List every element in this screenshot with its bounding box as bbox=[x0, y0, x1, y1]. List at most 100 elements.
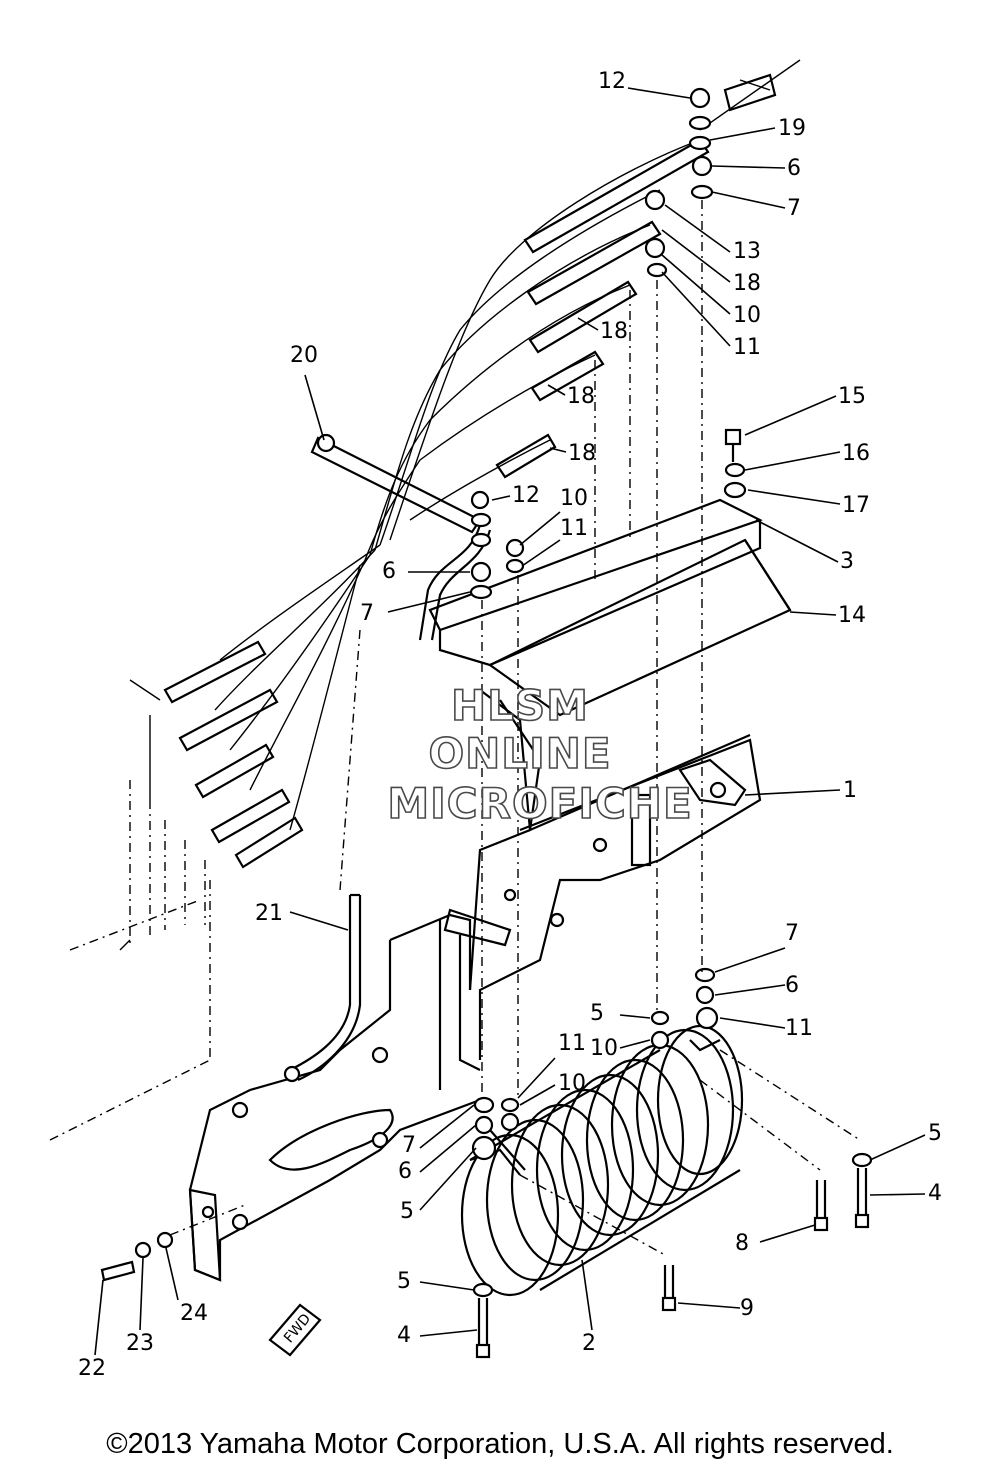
callout-label: 6 bbox=[398, 1159, 412, 1184]
callout-label: 9 bbox=[740, 1296, 754, 1321]
callout-leader bbox=[289, 911, 349, 931]
callout-leader bbox=[719, 1017, 786, 1029]
callout-label: 12 bbox=[512, 483, 540, 508]
callout-leader bbox=[711, 191, 786, 209]
callout-leader bbox=[419, 1147, 477, 1211]
callout-label: 10 bbox=[560, 486, 588, 511]
callout-label: 6 bbox=[785, 973, 799, 998]
callout-label: 1 bbox=[843, 778, 857, 803]
callout-label: 3 bbox=[840, 549, 854, 574]
callout-label: 10 bbox=[590, 1036, 618, 1061]
callout-label: 11 bbox=[785, 1016, 813, 1041]
callout-leader bbox=[744, 451, 841, 471]
callout-label: 14 bbox=[838, 603, 866, 628]
callout-label: 5 bbox=[590, 1001, 604, 1026]
callout-label: 4 bbox=[397, 1323, 411, 1348]
callout-label: 18 bbox=[600, 319, 628, 344]
watermark-line-1: HLSM bbox=[451, 681, 589, 730]
callout-leader bbox=[664, 204, 731, 253]
callout-leader bbox=[714, 947, 786, 973]
callout-leader bbox=[661, 271, 731, 347]
callout-leader bbox=[619, 1014, 651, 1019]
callout-leader bbox=[519, 1084, 556, 1106]
callout-label: 20 bbox=[290, 343, 318, 368]
callout-label: 16 bbox=[842, 441, 870, 466]
callout-label: 24 bbox=[180, 1301, 208, 1326]
callout-label: 13 bbox=[733, 239, 761, 264]
callout-leader bbox=[419, 1329, 478, 1337]
coil-2 bbox=[460, 1024, 744, 1297]
callout-leader bbox=[755, 519, 839, 563]
callout-label: 5 bbox=[400, 1199, 414, 1224]
callout-leader bbox=[419, 1104, 475, 1149]
callout-label: 7 bbox=[360, 601, 374, 626]
callout-leader bbox=[661, 254, 731, 315]
callout-leader bbox=[709, 127, 776, 141]
callout-leader bbox=[547, 384, 566, 396]
callout-leader bbox=[661, 229, 731, 283]
callout-leader bbox=[491, 495, 511, 501]
callout-label: 5 bbox=[397, 1269, 411, 1294]
callout-leader bbox=[549, 447, 567, 453]
callout-label: 19 bbox=[778, 116, 806, 141]
callout-label: 4 bbox=[928, 1181, 942, 1206]
callout-leader bbox=[759, 1224, 816, 1243]
callout-leader bbox=[869, 1193, 926, 1196]
callout-leader bbox=[165, 1247, 179, 1301]
callout-label: 7 bbox=[785, 921, 799, 946]
rod-21 bbox=[283, 893, 362, 1083]
watermark-line-3: MICROFICHE bbox=[387, 779, 692, 828]
callout-label: 5 bbox=[928, 1121, 942, 1146]
callout-leader bbox=[869, 1134, 926, 1161]
callout-label: 7 bbox=[402, 1133, 416, 1158]
callout-leader bbox=[387, 591, 471, 613]
callout-label: 6 bbox=[382, 559, 396, 584]
callout-leader bbox=[521, 539, 561, 567]
cable-bundle bbox=[163, 59, 801, 869]
callout-label: 11 bbox=[733, 335, 761, 360]
callout-label: 17 bbox=[842, 493, 870, 518]
callout-label: 12 bbox=[598, 69, 626, 94]
callout-leader bbox=[744, 789, 841, 796]
callout-leader bbox=[304, 374, 325, 441]
clip-1 bbox=[678, 758, 747, 807]
callout-leader bbox=[519, 511, 561, 546]
fasteners bbox=[100, 87, 873, 1359]
center-lines bbox=[49, 200, 861, 1256]
callout-label: 10 bbox=[558, 1071, 586, 1096]
watermark-line-2: ONLINE bbox=[428, 729, 611, 778]
callout-leader bbox=[94, 1279, 104, 1356]
callout-leader bbox=[677, 1302, 741, 1309]
callout-label: 18 bbox=[733, 271, 761, 296]
callout-leader bbox=[581, 1259, 593, 1331]
callout-leader bbox=[747, 489, 841, 505]
callout-label: 22 bbox=[78, 1356, 106, 1381]
callout-leader bbox=[577, 317, 599, 331]
callout-label: 11 bbox=[560, 516, 588, 541]
callout-label: 15 bbox=[838, 384, 866, 409]
callout-label: 18 bbox=[568, 441, 596, 466]
callout-leader bbox=[517, 1057, 556, 1099]
callout-label: 23 bbox=[126, 1331, 154, 1356]
callout-leader bbox=[627, 87, 691, 99]
fwd-stamp: FWD bbox=[268, 1303, 322, 1357]
callout-leader bbox=[419, 1281, 475, 1291]
callout-label: 21 bbox=[255, 901, 283, 926]
fwd-stamp-text: FWD bbox=[281, 1311, 314, 1346]
callout-leader bbox=[711, 165, 786, 169]
callout-label: 11 bbox=[558, 1031, 586, 1056]
callout-label: 10 bbox=[733, 303, 761, 328]
callout-label: 6 bbox=[787, 156, 801, 181]
callout-label: 18 bbox=[567, 384, 595, 409]
callout-leader bbox=[714, 984, 786, 996]
callout-label: 7 bbox=[787, 196, 801, 221]
callout-leader bbox=[419, 1124, 477, 1173]
callout-label: 8 bbox=[735, 1231, 749, 1256]
callout-label: 2 bbox=[582, 1331, 596, 1356]
copyright-notice: ©2013 Yamaha Motor Corporation, U.S.A. A… bbox=[106, 1428, 894, 1460]
callout-leader bbox=[619, 1039, 651, 1049]
callout-leader bbox=[789, 611, 837, 616]
callout-leader bbox=[139, 1257, 144, 1331]
